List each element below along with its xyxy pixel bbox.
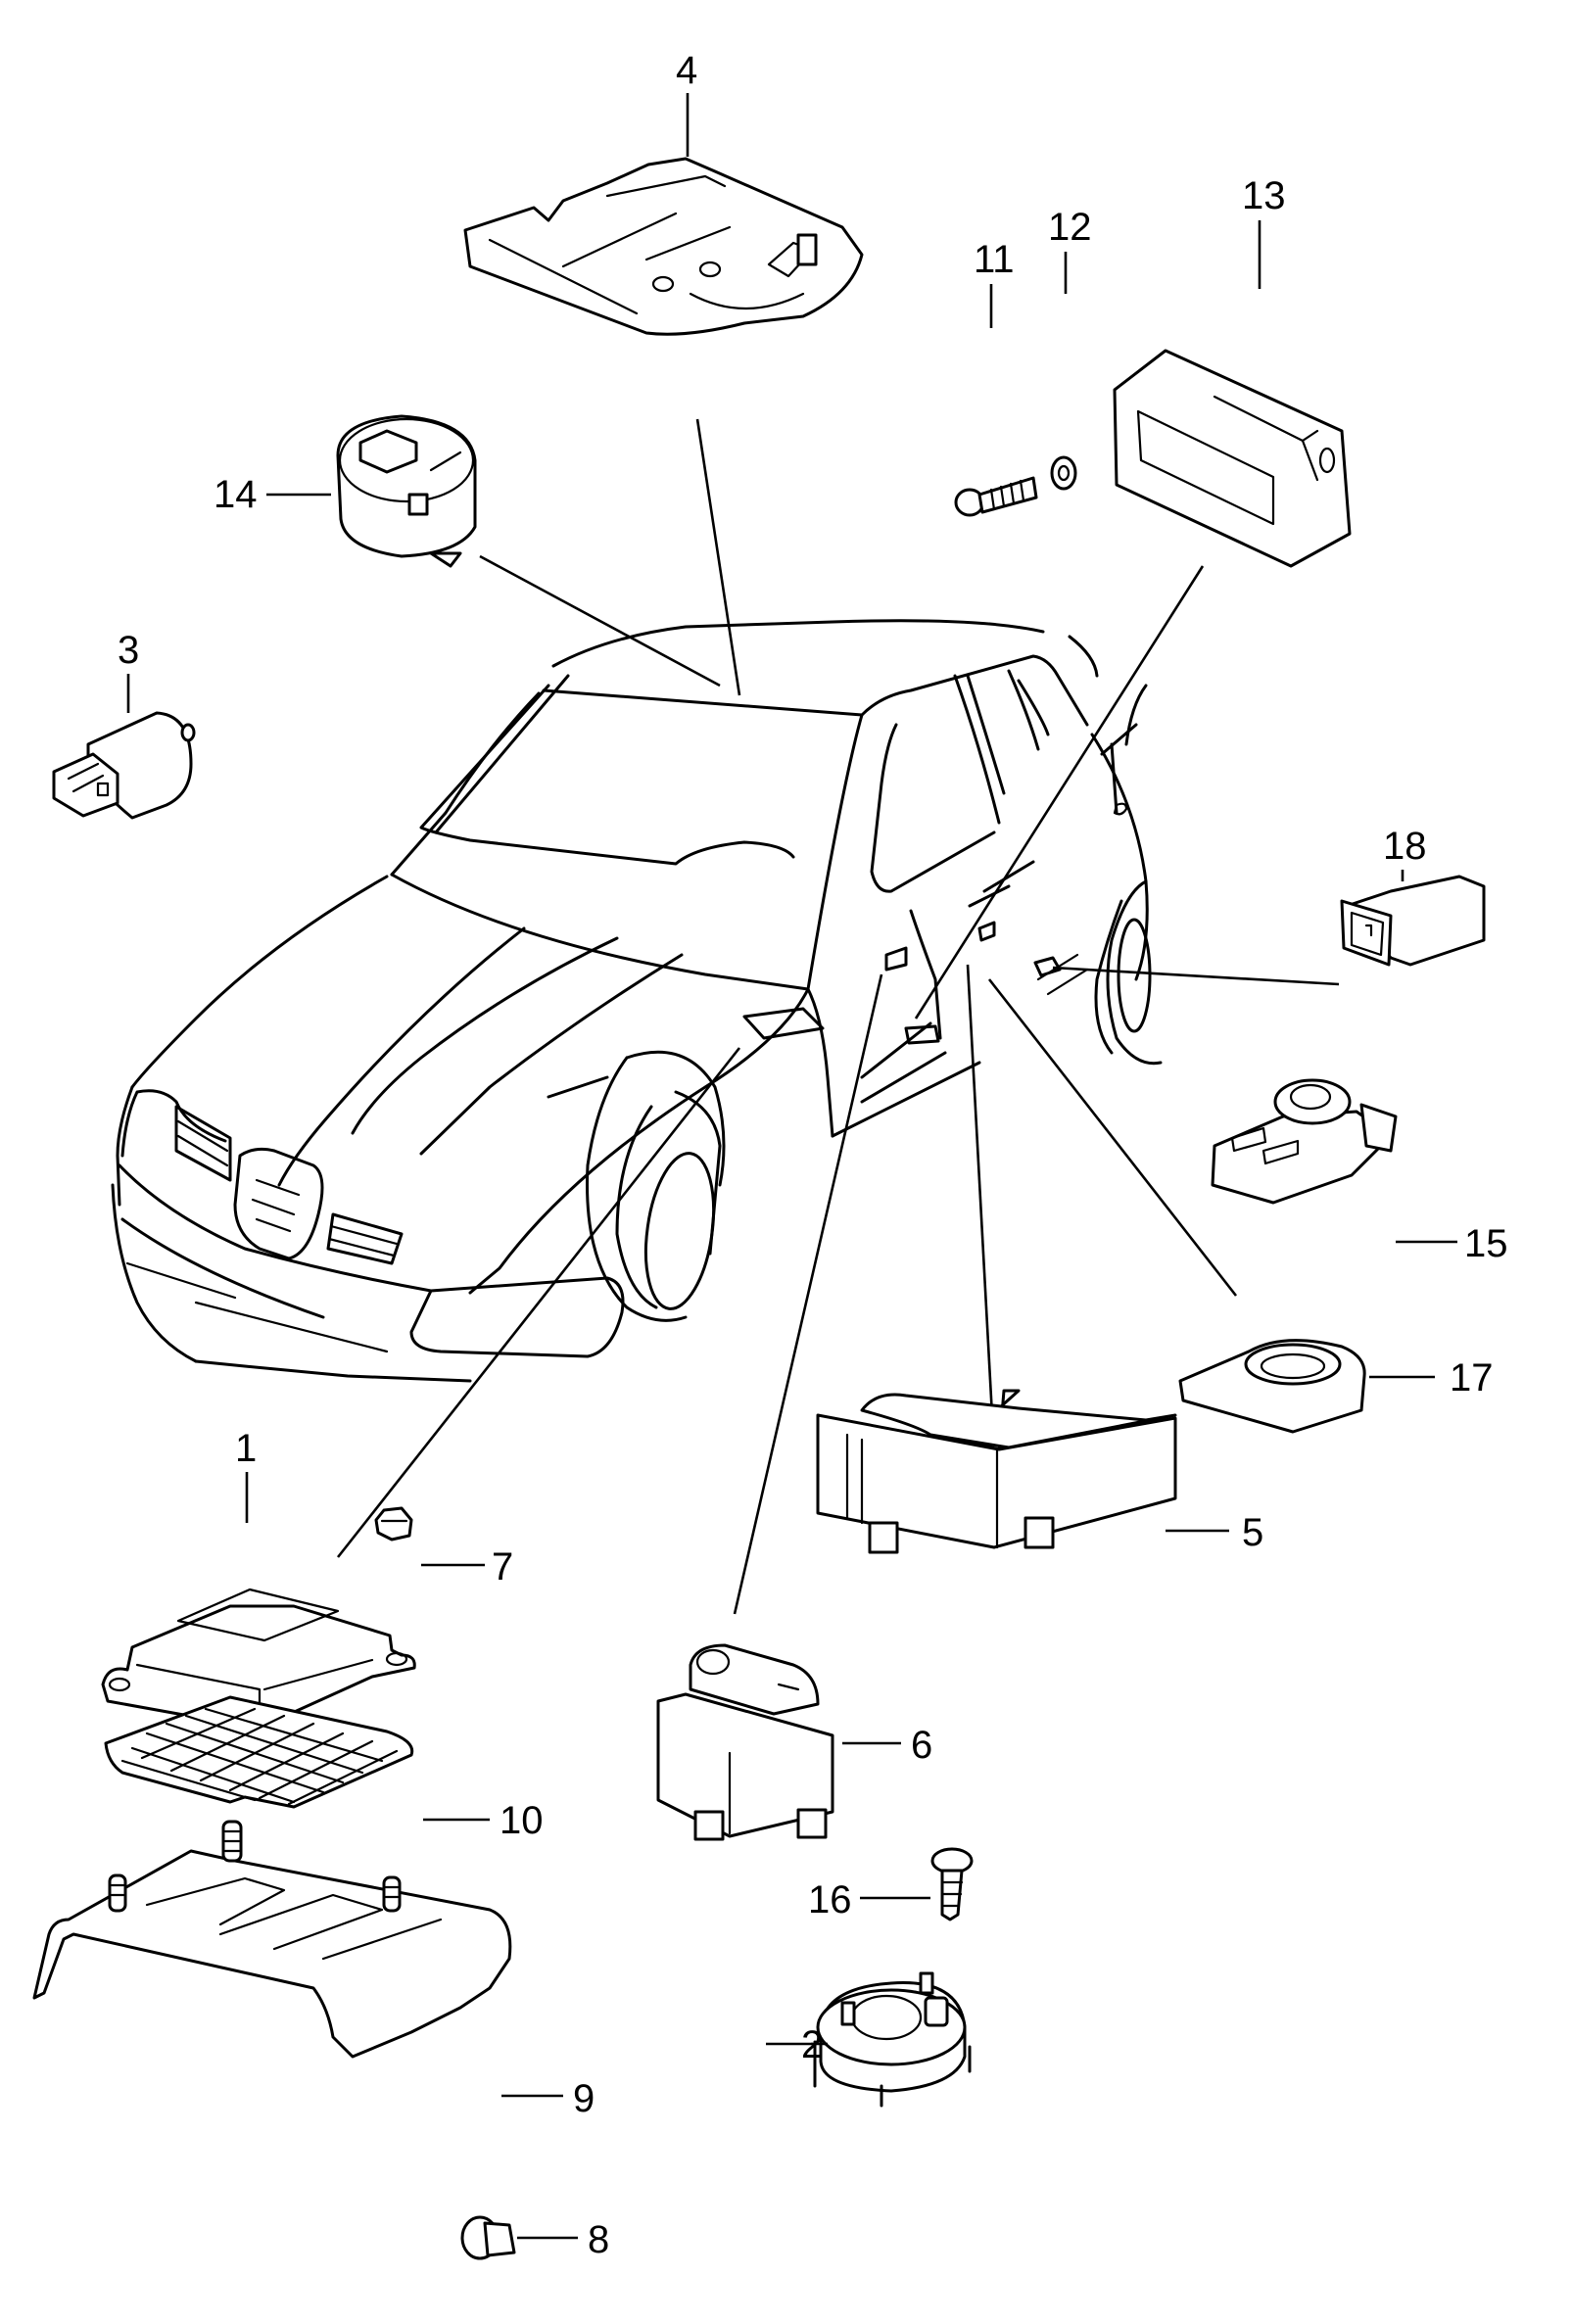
svg-text:3: 3 [118, 629, 139, 672]
callout-12[interactable]: 12 [1048, 206, 1092, 294]
svg-text:16: 16 [808, 1878, 852, 1921]
callout-7[interactable]: 7 [421, 1545, 513, 1589]
part-18-push-switch[interactable] [1340, 875, 1486, 967]
part-8-flange-nut[interactable] [460, 2215, 516, 2260]
callout-18[interactable]: 18 [1383, 825, 1427, 881]
leader-lines [336, 418, 1340, 1615]
svg-text:15: 15 [1464, 1222, 1508, 1265]
svg-text:5: 5 [1242, 1511, 1263, 1554]
part-17-switch-bezel[interactable] [1178, 1339, 1366, 1434]
callout-9[interactable]: 9 [501, 2077, 595, 2120]
stud-bolts [108, 1820, 402, 1913]
brand-logo [233, 1147, 324, 1260]
svg-text:18: 18 [1383, 825, 1427, 868]
callout-2[interactable]: 2 [766, 2023, 828, 2066]
part-9-mounting-bracket[interactable] [32, 1820, 512, 2059]
grille [174, 1105, 404, 1265]
svg-text:9: 9 [573, 2077, 595, 2120]
svg-text:17: 17 [1450, 1356, 1494, 1399]
callout-11[interactable]: 11 [974, 238, 1015, 328]
callout-15[interactable]: 15 [1396, 1222, 1508, 1265]
car-body [111, 619, 1163, 1383]
part-3-sensor-switch[interactable] [52, 711, 196, 820]
svg-text:10: 10 [500, 1799, 544, 1842]
callout-5[interactable]: 5 [1166, 1511, 1263, 1554]
mesh-pattern [120, 1707, 399, 1806]
part-15-mirror-adjust-switch[interactable] [1211, 1078, 1398, 1205]
part-14-round-sensor[interactable] [336, 414, 477, 568]
part-4-roof-control-module[interactable] [463, 157, 864, 336]
svg-text:12: 12 [1048, 206, 1092, 249]
callout-1[interactable]: 1 [235, 1427, 257, 1523]
part-6-window-switch[interactable] [656, 1643, 834, 1841]
svg-text:11: 11 [974, 238, 1015, 281]
part-12-washer[interactable] [1050, 455, 1077, 491]
part-16-screw[interactable] [930, 1847, 974, 1921]
callout-6[interactable]: 6 [842, 1724, 932, 1767]
part-11-bolt[interactable] [954, 476, 1038, 517]
svg-text:1: 1 [235, 1427, 257, 1470]
callouts: 4 11 12 13 14 3 18 [118, 49, 1508, 2261]
part-10-mesh-pad[interactable] [104, 1695, 414, 1809]
part-13-door-handle-bracket[interactable] [1113, 349, 1352, 568]
svg-text:8: 8 [588, 2218, 609, 2261]
part-2-clock-spring[interactable] [813, 1971, 972, 2108]
callout-17[interactable]: 17 [1369, 1356, 1494, 1399]
marker-airbag-location [742, 1007, 825, 1040]
svg-text:13: 13 [1242, 174, 1286, 217]
svg-text:7: 7 [492, 1545, 513, 1589]
part-5-relay[interactable] [816, 1389, 1177, 1554]
svg-text:14: 14 [214, 473, 258, 516]
part-7-hex-nut[interactable] [374, 1506, 413, 1541]
callout-16[interactable]: 16 [808, 1878, 930, 1921]
part-1-airbag-control-unit[interactable] [101, 1588, 416, 1731]
callout-13[interactable]: 13 [1242, 174, 1286, 289]
callout-10[interactable]: 10 [423, 1799, 544, 1842]
callout-14[interactable]: 14 [214, 473, 331, 516]
svg-text:6: 6 [911, 1724, 932, 1767]
svg-text:4: 4 [676, 49, 697, 92]
callout-3[interactable]: 3 [118, 629, 139, 713]
callout-4[interactable]: 4 [676, 49, 697, 157]
callout-8[interactable]: 8 [517, 2218, 609, 2261]
